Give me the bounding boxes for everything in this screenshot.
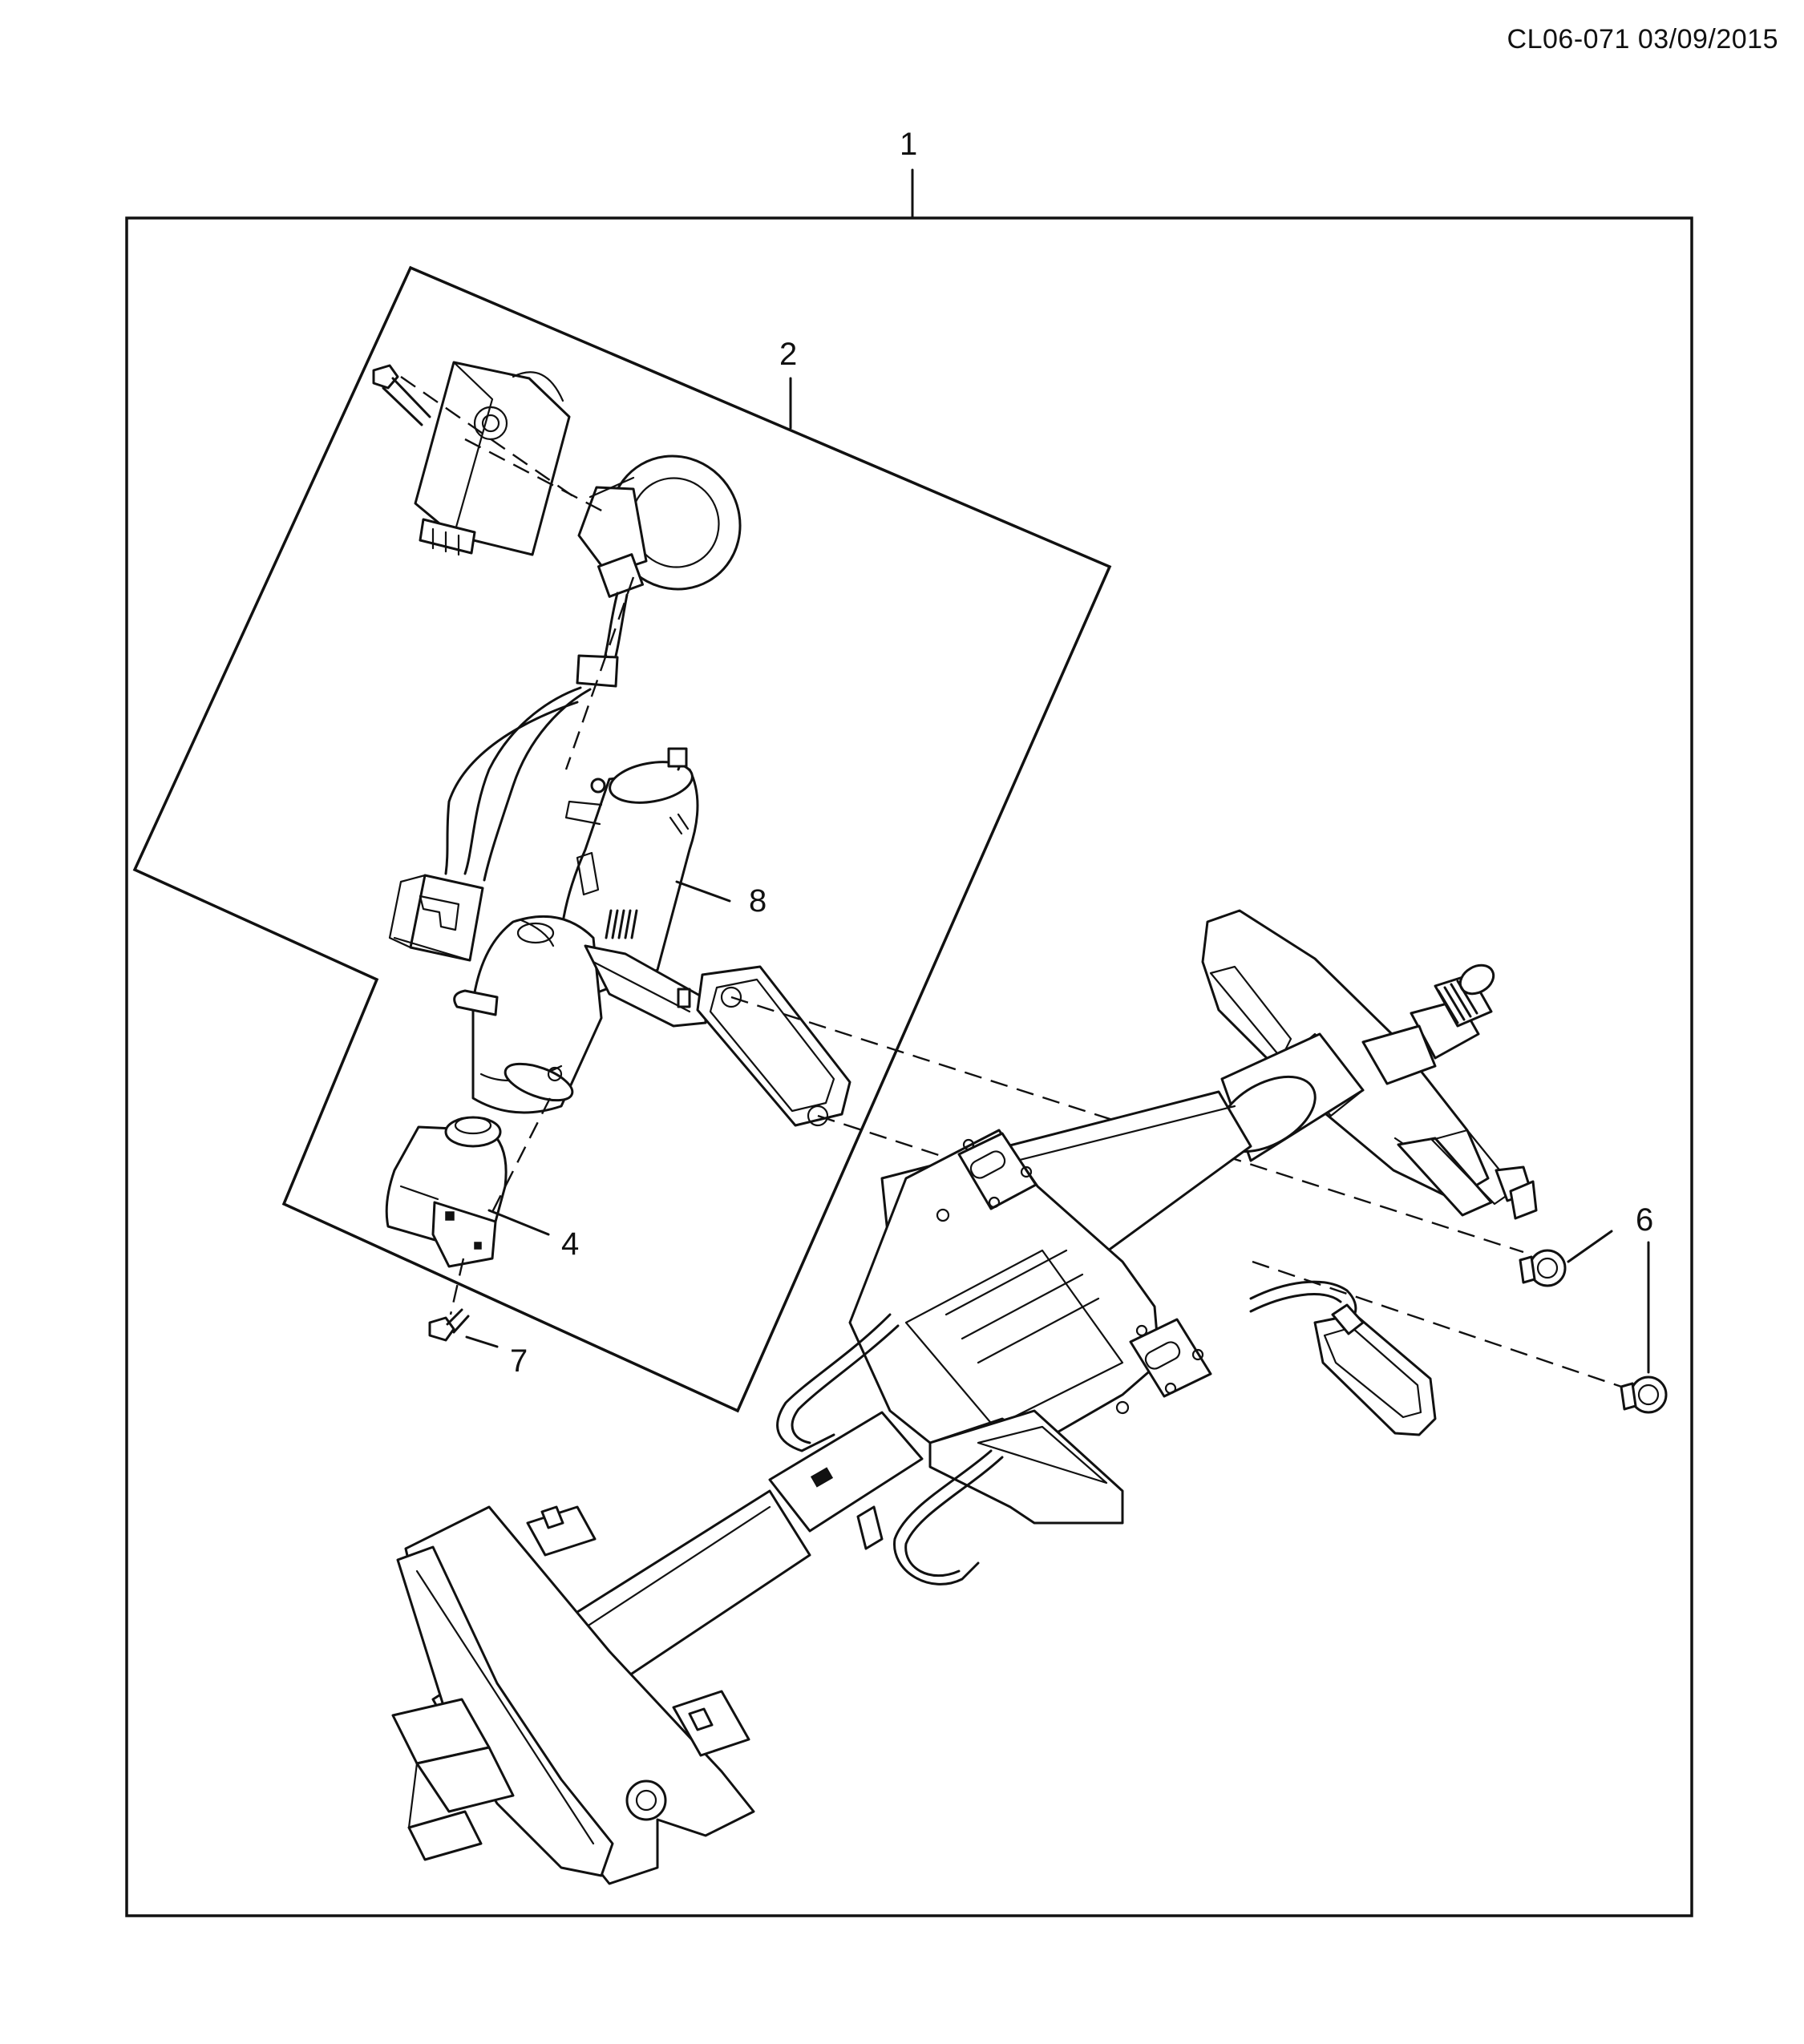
leader-line-6-upper xyxy=(1567,1230,1613,1263)
leader-line-7 xyxy=(465,1335,499,1348)
ignition-switch xyxy=(385,1116,508,1268)
callout-1: 1 xyxy=(900,127,918,162)
dashed-guide-1 xyxy=(400,376,575,498)
dashed-guide-4 xyxy=(487,1097,552,1219)
callout-2: 2 xyxy=(779,337,798,372)
transponder-ring xyxy=(577,454,742,598)
leader-line-4 xyxy=(487,1209,550,1236)
lock-sensor xyxy=(696,965,851,1127)
control-module xyxy=(414,361,571,556)
callout-4: 4 xyxy=(561,1226,580,1262)
dashed-guide-5 xyxy=(449,1258,465,1315)
upper-column-bracket xyxy=(1201,909,1538,1220)
kit-frame xyxy=(132,265,1112,1413)
document-reference: CL06-071 03/09/2015 xyxy=(1507,24,1778,55)
dashed-guide-3 xyxy=(564,576,635,770)
callout-8: 8 xyxy=(749,883,767,919)
column-mount-bracket xyxy=(848,1129,1212,1444)
kit-screw-bottom xyxy=(428,1308,470,1342)
dashed-guide-8 xyxy=(1252,1260,1636,1393)
fastener-6-lower xyxy=(1620,1375,1668,1414)
lower-bracket xyxy=(928,1409,1124,1525)
assembly-frame xyxy=(125,216,1693,1917)
fastener-6-upper xyxy=(1519,1249,1567,1287)
callout-6: 6 xyxy=(1636,1202,1654,1238)
lower-mounting-bracket xyxy=(391,1505,755,1885)
steering-shaft-upper xyxy=(1361,963,1495,1085)
wiring-harness xyxy=(388,592,629,962)
kit-bolt-top xyxy=(372,364,431,426)
leader-line-8 xyxy=(675,880,731,903)
tilt-lever xyxy=(1313,1303,1437,1436)
dashed-guide-7 xyxy=(817,1114,947,1159)
ignition-lock-housing xyxy=(453,747,707,1114)
callout-7: 7 xyxy=(510,1343,528,1379)
